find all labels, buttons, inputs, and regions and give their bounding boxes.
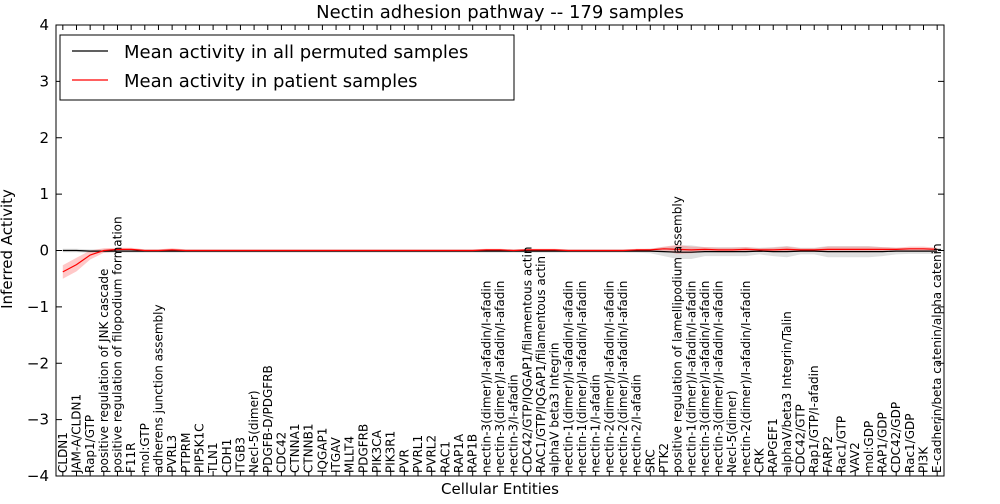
x-tick-label: IQGAP1 [315,428,329,473]
series-lines [62,248,938,273]
x-tick-label: PVRL2 [425,435,439,473]
x-tick-label: CTNNA1 [288,423,302,473]
x-tick-label: nectin-3/I-afadin [507,374,521,473]
x-tick-label: Rap1/GTP [83,415,97,473]
x-tick-label: ITGB3 [233,437,247,473]
x-tick-label: RAP1B [466,434,480,473]
x-tick-label: VAV2 [848,442,862,473]
x-tick-label: nectin-2(dimer)/I-afadin/I-afadin [602,281,616,473]
legend-box [59,34,515,101]
y-tick-label: −1 [27,298,49,316]
x-tick-label: PDGFB-D/PDGFRB [261,365,275,473]
x-tick-label: alphaV/beta3 Integrin/Talin [780,311,794,473]
x-tick-label: Rap1/GTP/I-afadin [807,365,821,473]
y-tick-label: 0 [39,242,49,260]
confidence-band-permuted [62,245,938,259]
legend: Mean activity in all permuted samples Me… [59,34,515,101]
x-tick-label: alphaV beta3 Integrin [548,342,562,473]
x-tick-label: TLN1 [206,442,220,474]
x-tick-label: Necl-5(dimer) [247,390,261,473]
x-tick-label: Rac1/GTP [835,416,849,473]
x-tick-label: CDH1 [220,439,234,473]
x-tick-label: PVRL1 [411,435,425,473]
x-tick-label: nectin-1(dimer)/I-afadin/I-afadin [684,281,698,473]
x-tick-label: RAPGEF1 [766,418,780,473]
y-tick-label: 1 [39,185,49,203]
y-tick-label: 2 [39,129,49,147]
confidence-band-patient [62,244,938,279]
x-tick-label: E-cadherin/beta catenin/alpha catenin [930,243,944,473]
x-tick-label: Rac1/GDP [903,414,917,473]
confidence-bands [62,244,938,279]
x-tick-label: nectin-1(dimer)/I-afadin/I-afadin [575,281,589,473]
x-tick-label: CDC42/GDP [889,402,903,473]
x-tick-label: MLLT4 [343,436,357,473]
x-tick-label: positive regulation of lamellipodium ass… [671,196,685,473]
x-tick-label: PIP5K1C [192,423,206,473]
x-axis-label: Cellular Entities [441,480,559,498]
x-tick-label: nectin-3(dimer)/I-afadin/I-afadin [493,281,507,473]
y-axis-ticks: −4 −3 −2 −1 0 1 2 3 4 [27,16,944,485]
x-tick-label: nectin-3(dimer)/I-afadin/I-afadin [479,281,493,473]
x-tick-label: PDGFRB [356,424,370,473]
x-tick-label: CLDN1 [56,432,70,473]
x-tick-label: CDC42/GTP/IQGAP1/filamentous actin [520,247,534,473]
x-tick-label: PIK3R1 [384,431,398,473]
x-tick-label: FARP2 [821,436,835,473]
x-tick-label: PVR [397,449,411,473]
legend-label-permuted: Mean activity in all permuted samples [124,42,468,63]
x-tick-label: PTPRM [179,433,193,474]
y-tick-label: −4 [27,467,49,485]
x-tick-label: F11R [124,442,138,473]
x-tick-label: CTNNB1 [302,423,316,473]
x-tick-label: nectin-2(dimer)/I-afadin/I-afadin [739,281,753,473]
x-tick-label: RAP1/GDP [876,412,890,473]
x-tick-label: RAC1 [438,441,452,473]
x-tick-label: RAC1/GTP/IQGAP1/filamentous actin [534,256,548,473]
y-axis-label: Inferred Activity [0,189,16,309]
x-tick-label: CDC42 [274,432,288,473]
y-tick-label: −2 [27,354,49,372]
x-tick-label: positive regulation of JNK cascade [97,269,111,473]
x-tick-label: positive regulation of filopodium format… [111,216,125,473]
x-tick-label: nectin-2(dimer)/I-afadin/I-afadin [616,281,630,473]
y-tick-label: −3 [27,411,49,429]
x-tick-label: nectin-1/I-afadin [589,374,603,473]
x-tick-label: ITGAV [329,436,343,473]
x-tick-label: CDC42/GTP [794,404,808,473]
x-tick-label: CRK [753,447,767,473]
x-tick-label: mol:GTP [138,423,152,473]
x-tick-label: PTK2 [657,443,671,473]
chart-title: Nectin adhesion pathway -- 179 samples [316,2,684,23]
x-tick-label: SRC [643,449,657,473]
series-line-patient [62,248,938,273]
x-tick-label: mol:GDP [862,421,876,473]
x-axis-ticks [62,25,938,476]
x-tick-label: nectin-1(dimer)/I-afadin/I-afadin [561,281,575,473]
x-tick-label: nectin-2/I-afadin [630,374,644,473]
x-tick-label: PI3K [917,446,931,473]
x-tick-label: Necl-5(dimer) [725,390,739,473]
x-tick-label: PVRL3 [165,435,179,473]
x-tick-label: PIK3CA [370,429,384,473]
x-tick-label: nectin-3(dimer)/I-afadin/I-afadin [712,281,726,473]
y-tick-label: 4 [39,16,49,34]
x-tick-label: adherens junction assembly [152,304,166,473]
x-tick-label: nectin-3(dimer)/I-afadin/I-afadin [698,281,712,473]
y-tick-label: 3 [39,72,49,90]
legend-label-patient: Mean activity in patient samples [124,71,418,92]
x-tick-label: RAP1A [452,433,466,473]
x-tick-label: JAM-A/CLDN1 [70,394,84,474]
